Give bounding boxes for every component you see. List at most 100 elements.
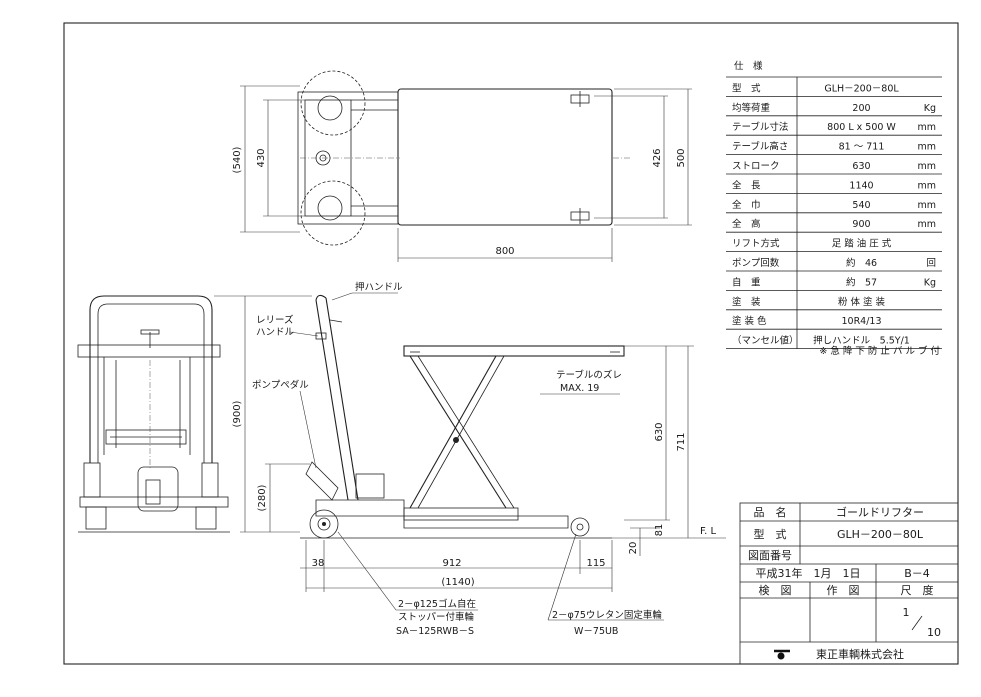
dim-top-width-inner: 430 (256, 148, 267, 167)
spec-row-value: 1140 (849, 180, 873, 191)
spec-row-label: 塗 装 色 (732, 315, 767, 327)
sheet-border (63, 22, 959, 665)
pump-pedal-front (137, 466, 179, 512)
spec-row-label: テーブル寸法 (732, 121, 788, 133)
dim-pedal-height: (280) (257, 484, 268, 511)
pump-pedal-side (305, 461, 339, 501)
tb-scale-label: 尺 度 (901, 583, 934, 597)
tb-name-label: 品 名 (754, 505, 787, 519)
spec-row-value: 足 踏 油 圧 式 (832, 238, 892, 250)
label-table-deflection-max: MAX. 19 (560, 383, 599, 394)
spec-row-value: 81 ～ 711 (839, 142, 885, 153)
label-caster-front-code: SA－125RWB－S (396, 626, 474, 637)
spec-row-unit: 回 (926, 258, 936, 269)
company-logo-icon (774, 649, 790, 660)
spec-row-unit: Kg (924, 103, 936, 114)
caster-top-2 (317, 195, 343, 221)
spec-heading: 仕 様 (734, 60, 763, 72)
spec-row-label: ストローク (732, 161, 780, 172)
spec-row-label: 全 巾 (732, 199, 761, 211)
label-caster-rear-code: W－75UB (574, 626, 618, 637)
front-view: (900) (280) (77, 295, 312, 533)
dim-top-table-inner: 426 (652, 148, 663, 167)
spec-row-value: 約 57 (846, 276, 877, 288)
spec-row-unit: mm (917, 180, 936, 191)
tb-company: 東正車輌株式会社 (816, 647, 904, 661)
table-front (77, 344, 221, 358)
push-handle-side (315, 297, 359, 501)
spec-row-label: 全 高 (732, 218, 761, 230)
spec-row-label: ポンプ回数 (732, 257, 780, 269)
spec-row-value: 粉 体 塗 装 (838, 296, 886, 308)
label-push-handle: 押ハンドル (355, 281, 403, 293)
spec-row-unit: mm (917, 200, 936, 211)
spec-row-value: 800 L x 500 W (827, 122, 896, 133)
spec-row-value: 10R4/13 (841, 316, 881, 327)
dim-top-table-length: 800 (495, 246, 514, 257)
dim-max-height: 711 (676, 432, 687, 451)
spec-row-value: 630 (852, 161, 870, 172)
dim-top-width-overall: (540) (232, 146, 243, 173)
label-caster-front-1: 2－φ125ゴム自在 (398, 598, 476, 610)
spec-row-unit: mm (917, 142, 936, 153)
tb-name-value: ゴールドリフター (836, 505, 924, 519)
tb-model-value: GLH－200－80L (837, 528, 924, 541)
rear-wheel-side (570, 517, 590, 537)
tb-check-label: 検 図 (759, 583, 792, 597)
dim-stroke: 630 (654, 422, 665, 441)
spec-row-value: 200 (852, 103, 870, 114)
side-view: 押ハンドル レリーズ ハンドル ポンプペダル テーブルのズレ MAX. 19 6… (252, 281, 726, 637)
tb-draw-label: 作 図 (827, 584, 860, 597)
scissor-arm-1 (409, 355, 507, 509)
dim-floor-gap: 20 (628, 542, 639, 555)
tb-model-label: 型 式 (754, 527, 787, 541)
spec-row-label: テーブル高さ (732, 141, 788, 153)
spec-row-label: 全 長 (732, 179, 761, 191)
caster-swing-circle-bottom (300, 180, 366, 246)
label-pump-pedal: ポンプペダル (252, 379, 309, 391)
spec-row-value: 900 (852, 219, 870, 230)
base-frame-side (315, 499, 569, 529)
top-view: (540) 430 800 426 500 (232, 70, 692, 262)
dim-top-table-width: 500 (676, 148, 687, 167)
label-release-1: レリーズ (256, 314, 294, 326)
dim-min-height: 81 (654, 524, 665, 537)
dim-wheelbase: 912 (442, 558, 461, 569)
tb-sheet: B－4 (904, 567, 930, 580)
spec-row-unit: mm (917, 219, 936, 230)
caster-swing-circle-top (300, 70, 366, 136)
spec-row-unit: Kg (924, 277, 936, 288)
spec-row-unit: mm (917, 161, 936, 172)
tb-drawing-no-label: 図面番号 (748, 549, 792, 562)
label-release-2: ハンドル (256, 327, 295, 338)
scissor-pivot (453, 437, 459, 443)
spec-row-label: 型 式 (732, 82, 761, 94)
tb-scale-den: 10 (927, 626, 941, 639)
tb-date: 平成31年 1月 1日 (756, 566, 861, 580)
title-block: 品 名 ゴールドリフター 型 式 GLH－200－80L 図面番号 平成31年 … (739, 502, 959, 665)
caster-top-1 (317, 95, 343, 121)
spec-row-value: 約 46 (846, 257, 877, 269)
spec-row-unit: mm (917, 122, 936, 133)
tb-scale-num: 1 (903, 606, 910, 619)
table-side (403, 345, 625, 357)
dim-rear-overhang: 115 (586, 558, 605, 569)
spec-row-value: 押しハンドル 5.5Y/1 (813, 335, 910, 347)
spec-row-label: 自 重 (732, 276, 761, 288)
label-caster-rear-1: 2－φ75ウレタン固定車輪 (552, 609, 662, 621)
push-handle-front (89, 295, 213, 463)
spec-row-label: 均等荷重 (732, 102, 771, 114)
dim-front-overhang: 38 (312, 558, 325, 569)
label-table-deflection: テーブルのズレ (556, 369, 622, 381)
spec-note: ※ 急 降 下 防 止 バ ル ブ 付 (819, 345, 940, 357)
caster-front-left (85, 506, 107, 530)
spec-row-label: 塗 装 (732, 296, 761, 308)
table-top (397, 88, 613, 226)
dim-overall-length: (1140) (441, 577, 474, 588)
label-caster-front-2: ストッパー付車輪 (398, 611, 475, 623)
spec-row-label: リフト方式 (732, 238, 780, 250)
spec-row-value: 540 (852, 200, 870, 211)
